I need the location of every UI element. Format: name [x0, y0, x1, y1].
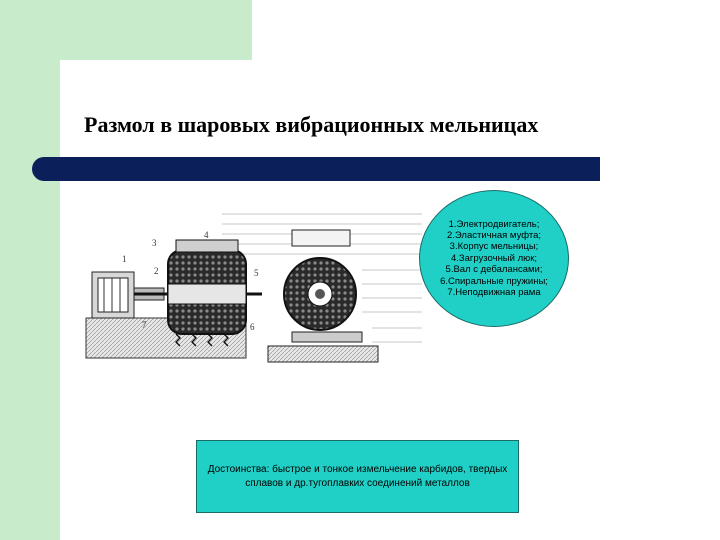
legend-callout: 1.Электродвигатель; 2.Эластичная муфта; … [419, 190, 569, 327]
diagram-label-4: 4 [204, 230, 209, 240]
decor-rounded-corner [60, 60, 130, 130]
advantages-text: Достоинства: быстрое и тонкое измельчени… [207, 463, 508, 489]
legend-item: 2.Эластичная муфта; [447, 229, 541, 241]
springs [175, 333, 229, 347]
diagram-labels: 1 2 3 4 5 6 7 [122, 230, 259, 332]
diagram-label-5: 5 [254, 268, 259, 278]
decor-green-left [0, 0, 60, 540]
mill-side-view [267, 229, 379, 363]
diagram-label-1: 1 [122, 254, 127, 264]
legend-item: 4.Загрузочный люк; [450, 252, 538, 264]
diagram-label-3: 3 [152, 238, 157, 248]
legend-item: 6.Спиральные пружины; [440, 275, 548, 287]
diagram-label-6: 6 [250, 322, 255, 332]
legend-item: 5.Вал с дебалансами; [445, 264, 543, 276]
legend-item: 1.Электродвигатель; [448, 218, 540, 230]
motor [91, 271, 135, 319]
legend-item: 3.Корпус мельницы; [449, 241, 539, 253]
title-underline-bar [32, 157, 600, 181]
slide-title: Размол в шаровых вибрационных мельницах [84, 112, 539, 137]
diagram-label-7: 7 [142, 320, 147, 330]
mill-body [167, 239, 247, 335]
vibration-mill-diagram: 1 2 3 4 5 6 7 [85, 213, 422, 363]
legend-item: 7.Неподвижная рама [447, 287, 541, 299]
advantages-box: Достоинства: быстрое и тонкое измельчени… [196, 440, 519, 513]
diagram-label-2: 2 [154, 266, 159, 276]
